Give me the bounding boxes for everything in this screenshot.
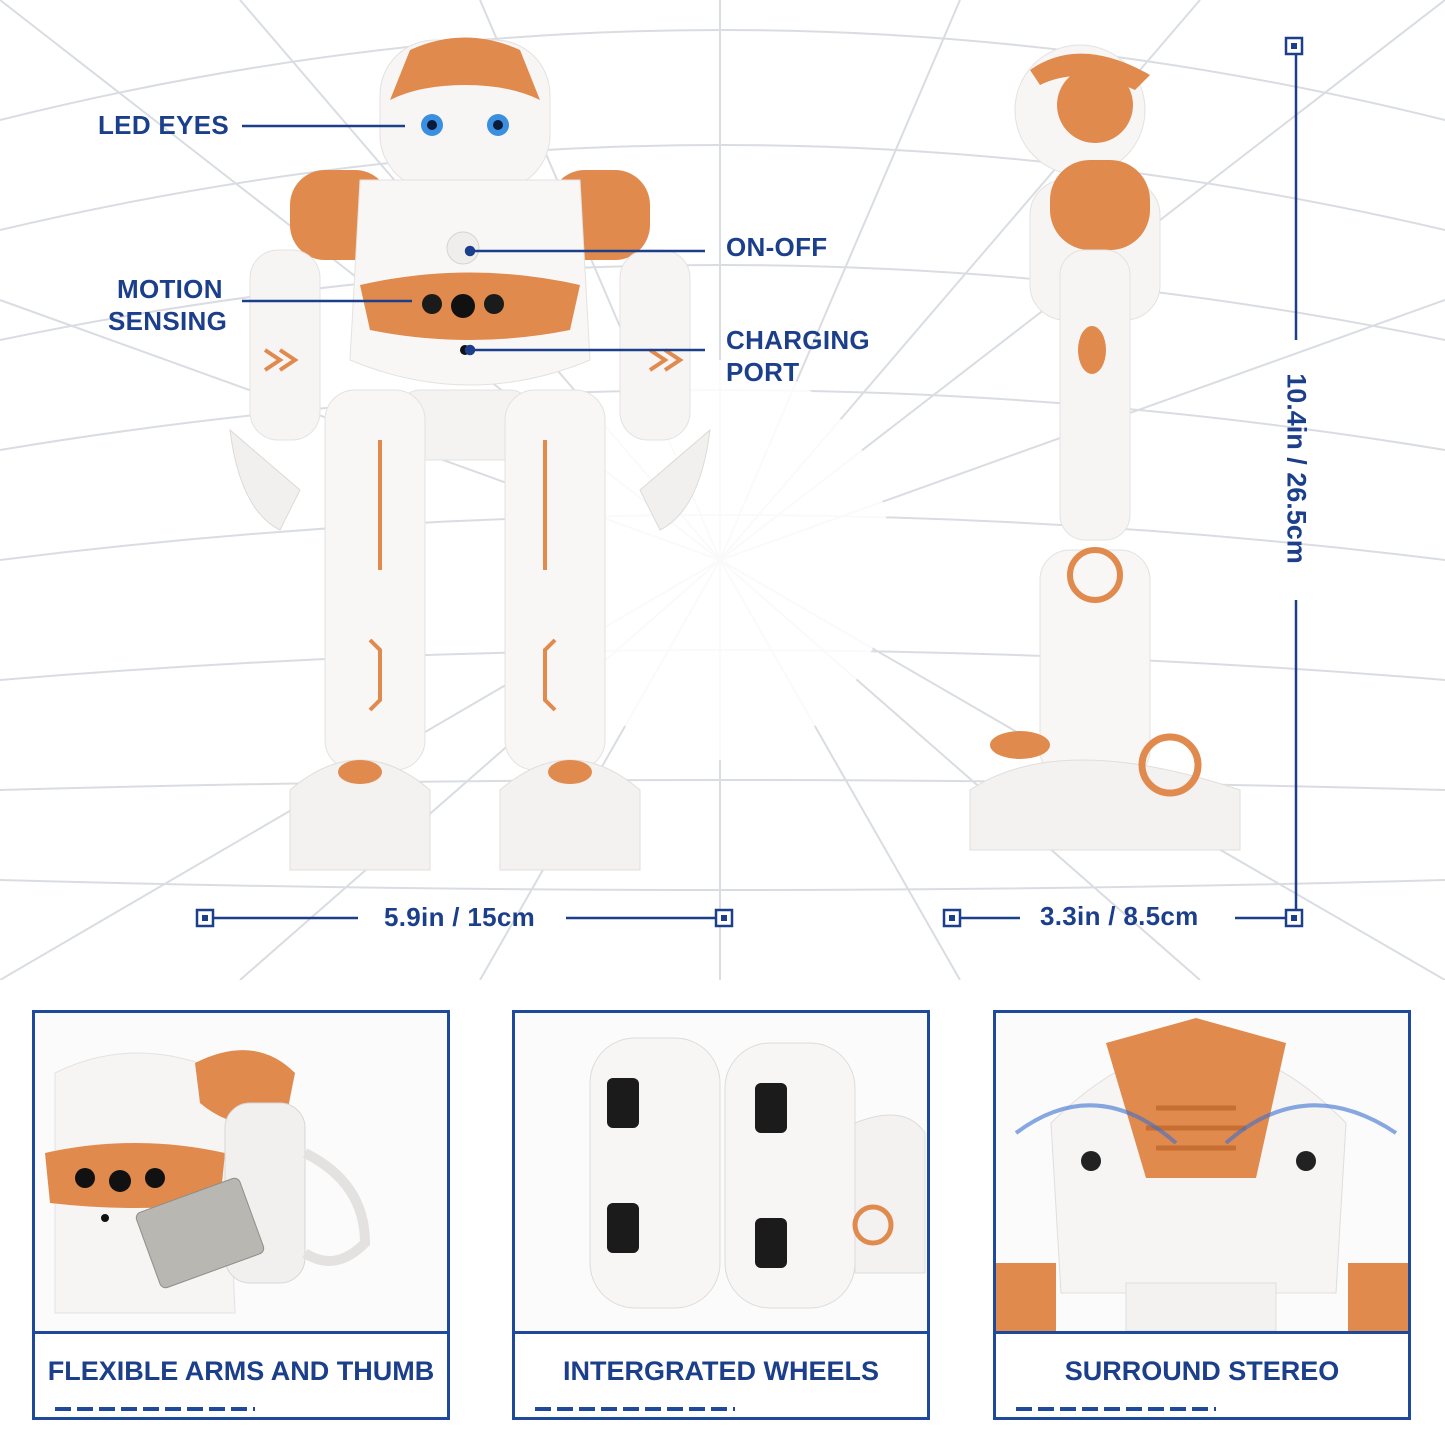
wheels-closeup-image xyxy=(515,1013,927,1331)
height-dimension-label: 10.4in / 26.5cm xyxy=(1281,373,1312,564)
panel-surround-stereo: SURROUND STEREO xyxy=(993,1010,1411,1420)
led-eyes-label: LED EYES xyxy=(98,110,229,140)
motion-sensing-label-line2: SENSING xyxy=(108,306,228,336)
panel-flexible-arms: FLEXIBLE ARMS AND THUMB xyxy=(32,1010,450,1420)
panel-caption-surround-stereo: SURROUND STEREO xyxy=(1064,1356,1340,1386)
panel-integrated-wheels: INTERGRATED WHEELS xyxy=(512,1010,930,1420)
charging-port-label-line1: CHARGING xyxy=(726,325,870,355)
callout-lines xyxy=(195,36,1304,928)
panel-caption-flexible-arms: FLEXIBLE ARMS AND THUMB xyxy=(47,1356,435,1386)
on-off-label: ON-OFF xyxy=(726,232,828,262)
robot-front-view xyxy=(229,37,711,871)
arm-thumb-closeup-image xyxy=(35,1013,447,1331)
charging-port-label-line2: PORT xyxy=(726,357,800,387)
depth-dimension-label: 3.3in / 8.5cm xyxy=(1040,901,1199,931)
panel-caption-integrated-wheels: INTERGRATED WHEELS xyxy=(563,1356,879,1386)
width-dimension-label: 5.9in / 15cm xyxy=(384,902,536,932)
motion-sensing-label-line1: MOTION xyxy=(117,274,223,304)
stereo-head-closeup-image xyxy=(996,1013,1408,1331)
robot-side-view xyxy=(969,44,1241,851)
